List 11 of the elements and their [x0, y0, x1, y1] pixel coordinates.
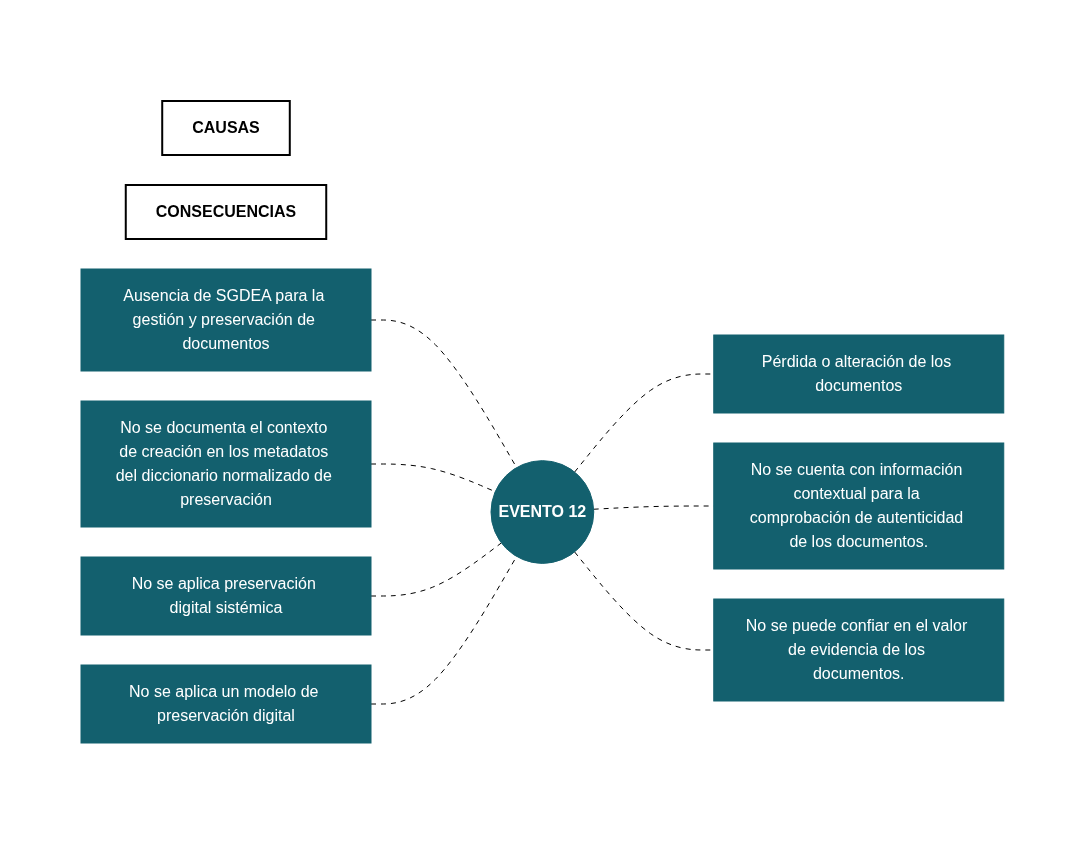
node-box: CONSECUENCIAS	[124, 183, 328, 240]
node-box: Ausencia de SGDEA para la gestión y preservación de documentos	[80, 268, 372, 371]
node-box: No se aplica un modelo de preservación digital	[80, 664, 372, 743]
node-box: CAUSAS	[161, 99, 291, 156]
node-box: No se cuenta con información contextual para la comprobación de autenticidad de los documentos.	[713, 442, 1005, 569]
node-box: No se puede confiar en el valor de evidencia de los documentos.	[713, 598, 1005, 701]
node-box: Pérdida o alteración de los documentos	[713, 334, 1005, 413]
node-box: No se aplica preservación digital sistémica	[80, 556, 372, 635]
connector	[370, 541, 502, 596]
node-box: No se documenta el contexto de creación en los metadatos del diccionario normalizado de preservación	[80, 400, 372, 527]
node-circle: EVENTO 12	[490, 459, 595, 564]
